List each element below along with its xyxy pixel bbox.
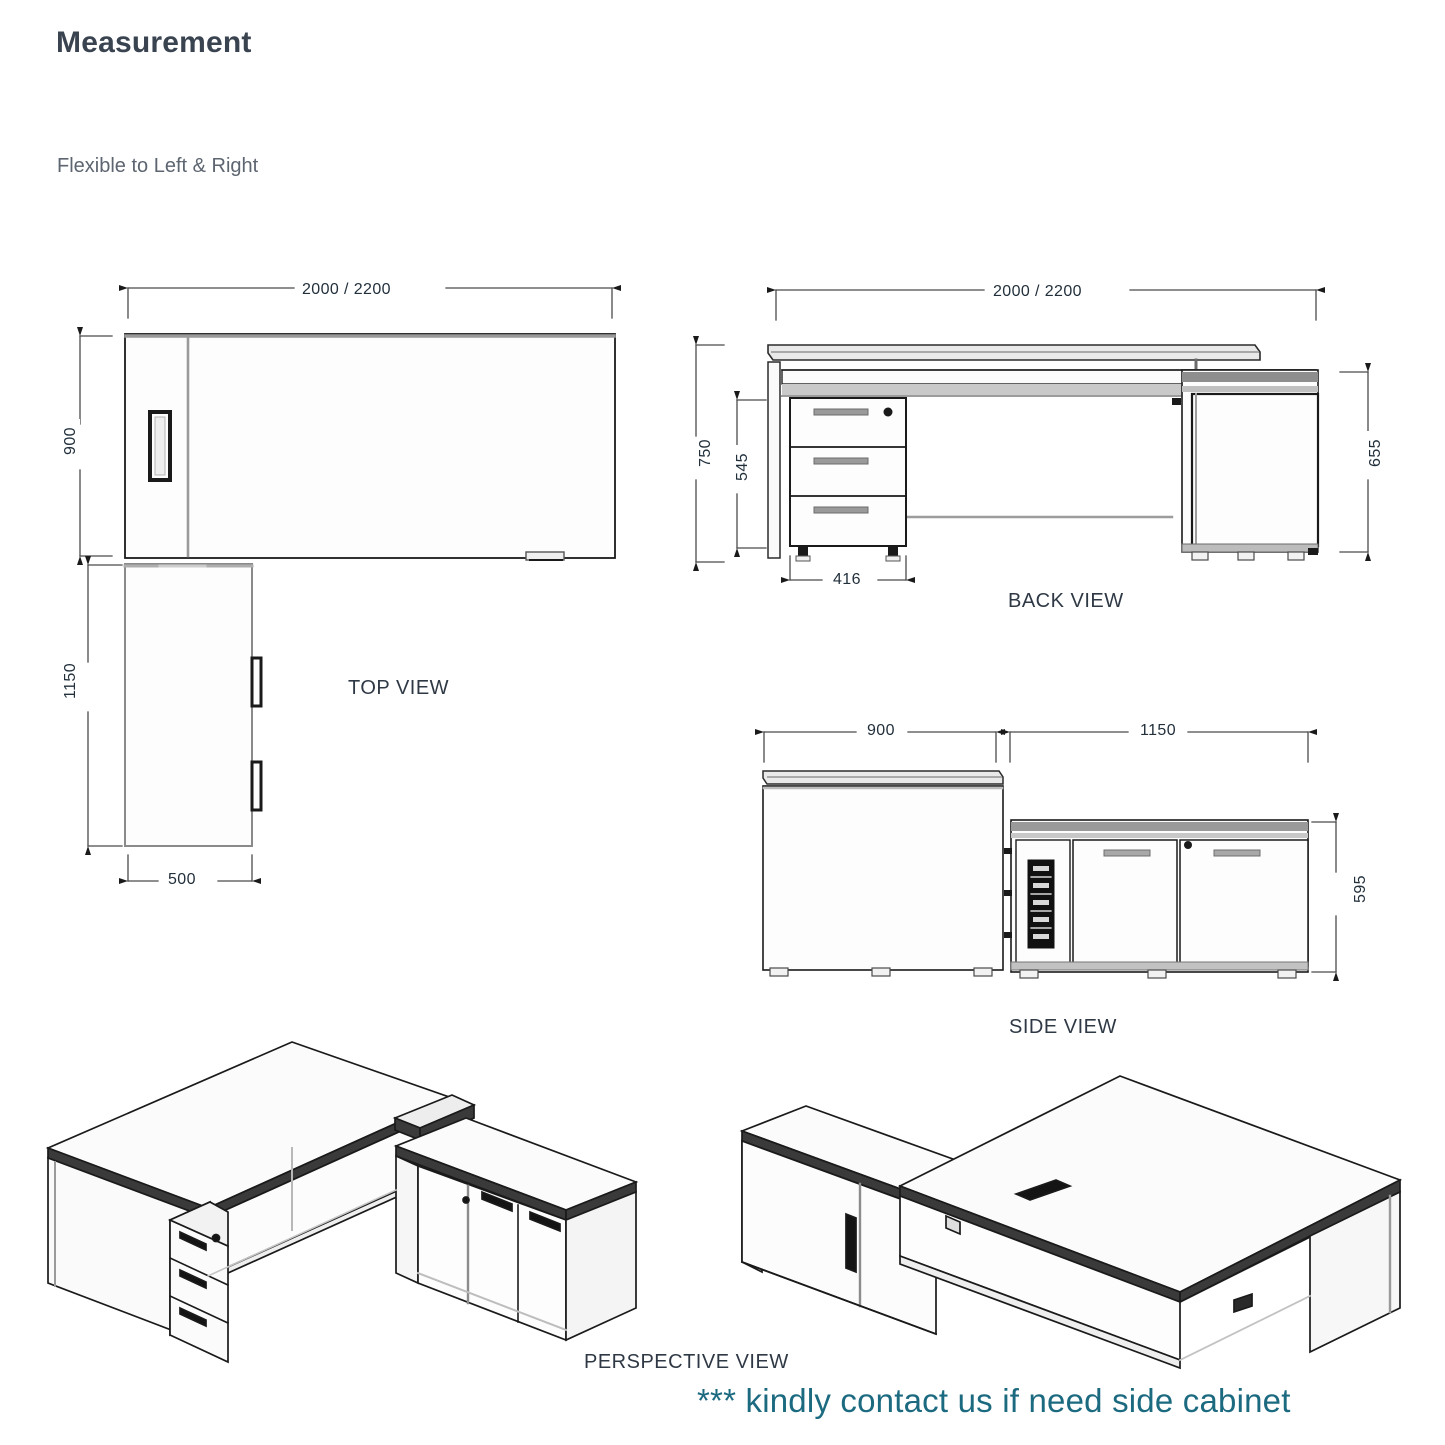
caption-perspective-view: PERSPECTIVE VIEW: [584, 1351, 789, 1373]
back-view-side-cabinet: [1172, 369, 1320, 561]
dim-side-1150: [1001, 729, 1317, 763]
desk-foot: [973, 967, 993, 977]
dimension-back-view-pedestal-width: 416: [828, 571, 866, 589]
top-view-side-cabinet: [124, 563, 253, 847]
cabinet-foot: [1287, 551, 1305, 561]
hinge-icon: [1004, 890, 1012, 896]
page-title: Measurement: [56, 26, 252, 59]
lock-icon: [462, 1196, 470, 1204]
drawer-handle-icon: [179, 1268, 207, 1290]
dimension-top-view-width: 2000 / 2200: [297, 281, 396, 299]
desk-foot: [871, 967, 891, 977]
drawer-handle-icon: [813, 408, 869, 416]
door-handle-icon: [481, 1190, 513, 1213]
side-view-cabinet: [1004, 819, 1309, 979]
dimension-side-view-desk-depth: 900: [862, 722, 900, 740]
hinge-icon: [1004, 932, 1012, 938]
hinge-icon: [1004, 848, 1012, 854]
cable-grommet-icon: [1013, 1179, 1073, 1201]
side-view-drawing: [755, 729, 1339, 981]
caption-top-view: TOP VIEW: [348, 677, 450, 699]
cabinet-foot: [1019, 969, 1039, 979]
cabinet-handle-icon: [250, 760, 263, 812]
back-view-left-panel: [767, 361, 781, 559]
dim-top-side-width: [119, 854, 261, 884]
top-view-desk-top: [124, 333, 616, 559]
desk-foot: [1233, 1292, 1253, 1314]
dim-top-depth: [77, 327, 113, 565]
dim-back-655: [1339, 363, 1371, 561]
dim-top-side-length: [85, 556, 123, 855]
back-view-drawing: [693, 287, 1371, 583]
top-view-drawing: [77, 285, 621, 884]
dimension-side-view-cabinet-length: 1150: [1135, 722, 1182, 740]
dim-back-545: [734, 391, 767, 557]
dimension-back-view-width: 2000 / 2200: [988, 283, 1087, 301]
desk-foot: [769, 967, 789, 977]
cabinet-foot: [1147, 969, 1167, 979]
lock-icon: [211, 1233, 221, 1243]
dimension-top-view-side-cabinet-length: 1150: [62, 653, 80, 709]
lock-icon: [883, 407, 893, 417]
cabinet-foot: [1191, 551, 1209, 561]
back-view-pedestal: [789, 397, 907, 562]
dimension-top-view-side-cabinet-width: 500: [163, 871, 201, 889]
lock-icon: [1172, 398, 1181, 405]
page-subtitle: Flexible to Left & Right: [57, 155, 259, 177]
dim-back-width: [767, 287, 1325, 321]
door-handle-icon: [529, 1210, 561, 1233]
dim-side-900: [755, 729, 1005, 763]
perspective-pedestal: [167, 1200, 230, 1364]
dim-back-416: [781, 555, 915, 583]
cabinet-handle-icon: [250, 656, 263, 708]
dim-back-750: [693, 336, 725, 571]
dimension-back-view-desk-height: 750: [697, 431, 715, 475]
cabinet-foot: [1237, 551, 1255, 561]
caption-side-view: SIDE VIEW: [1009, 1016, 1117, 1038]
perspective-view-right: [739, 1075, 1403, 1370]
dimension-back-view-pedestal-height: 545: [734, 445, 752, 489]
dimension-top-view-depth: 900: [62, 419, 80, 463]
side-view-desk: [762, 770, 1004, 977]
perspective-right-desk: [897, 1075, 1403, 1370]
caption-back-view: BACK VIEW: [1008, 590, 1124, 612]
cabinet-handle-icon: [845, 1212, 857, 1274]
drawer-handle-icon: [179, 1230, 207, 1252]
drawer-handle-icon: [179, 1306, 207, 1328]
door-handle-icon: [1213, 849, 1261, 857]
dimension-side-view-cabinet-height: 595: [1352, 865, 1370, 913]
perspective-side-cabinet: [393, 1117, 639, 1342]
side-cabinet-note: *** kindly contact us if need side cabin…: [697, 1382, 1291, 1419]
cabinet-foot: [1277, 969, 1297, 979]
dimension-back-view-cabinet-height: 655: [1367, 431, 1385, 475]
dim-side-595: [1311, 813, 1339, 981]
drawer-handle-icon: [813, 457, 869, 465]
perspective-view-left: [45, 1041, 639, 1364]
door-handle-icon: [1103, 849, 1151, 857]
dim-top-width: [119, 285, 621, 319]
lock-icon: [1184, 841, 1192, 849]
drawer-handle-icon: [813, 506, 869, 514]
